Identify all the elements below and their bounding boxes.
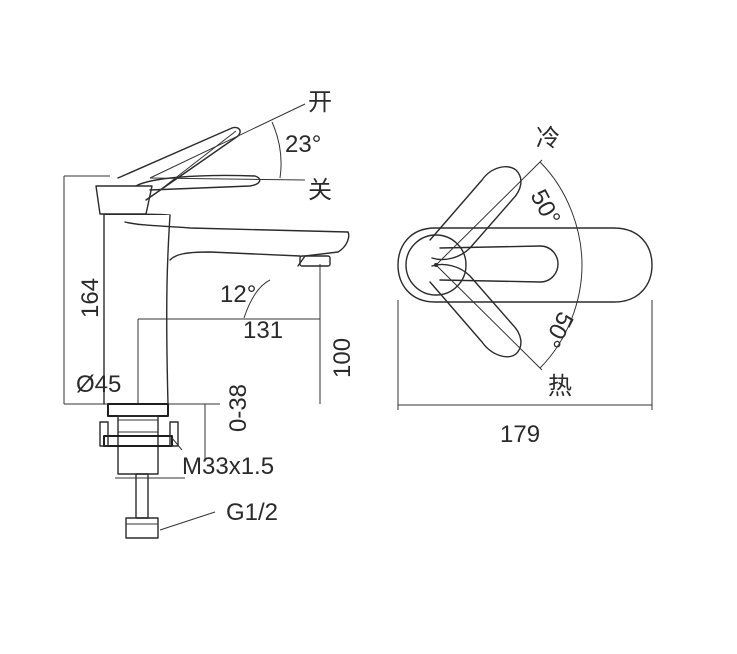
inlet-hose <box>135 473 149 519</box>
label-inlet: G1/2 <box>226 499 278 526</box>
lock-nut <box>103 435 173 447</box>
label-angle-hot: 50° <box>538 307 579 352</box>
label-spout-height: 100 <box>329 338 356 378</box>
side-view <box>63 103 350 539</box>
faucet-spout <box>124 221 350 267</box>
hot-angle-ray <box>435 264 543 371</box>
label-cold: 冷 <box>536 124 560 152</box>
label-thread: M33x1.5 <box>182 453 274 480</box>
top-view <box>397 159 653 410</box>
open-angle-line <box>149 103 306 179</box>
top-body-outline <box>397 227 653 303</box>
aerator <box>299 255 331 267</box>
rotation-arc <box>539 161 583 369</box>
nut-wing-right <box>169 421 179 447</box>
label-base-diameter: Ø45 <box>76 371 121 398</box>
label-reach: 131 <box>243 317 283 344</box>
lever-closed <box>135 174 261 191</box>
lever-center-position <box>439 245 559 283</box>
label-height-total: 164 <box>77 278 104 318</box>
nut-wing-left <box>99 421 109 447</box>
inlet-nut <box>125 517 159 539</box>
handle-base <box>95 185 153 215</box>
closed-angle-line <box>149 177 306 181</box>
mounting-plate <box>107 403 169 417</box>
cold-angle-ray <box>435 159 543 266</box>
lever-inner-line <box>159 130 237 191</box>
lever-hot-position <box>429 263 522 358</box>
top-handle-base <box>405 234 467 296</box>
label-lever-angle: 23° <box>285 131 321 158</box>
lever-cold-position <box>429 166 522 261</box>
label-deck-thickness: 0-38 <box>225 384 252 432</box>
label-length-top: 179 <box>500 421 540 448</box>
label-hot: 热 <box>548 372 572 400</box>
label-spout-angle: 12° <box>220 281 256 308</box>
label-open: 开 <box>308 88 332 116</box>
label-closed: 关 <box>308 176 332 204</box>
inlet-leader <box>159 511 216 531</box>
thread-leader <box>171 437 183 451</box>
angle-arc-23 <box>271 121 282 179</box>
label-angle-cold: 50° <box>525 185 566 230</box>
angle-arc-12 <box>243 279 271 319</box>
